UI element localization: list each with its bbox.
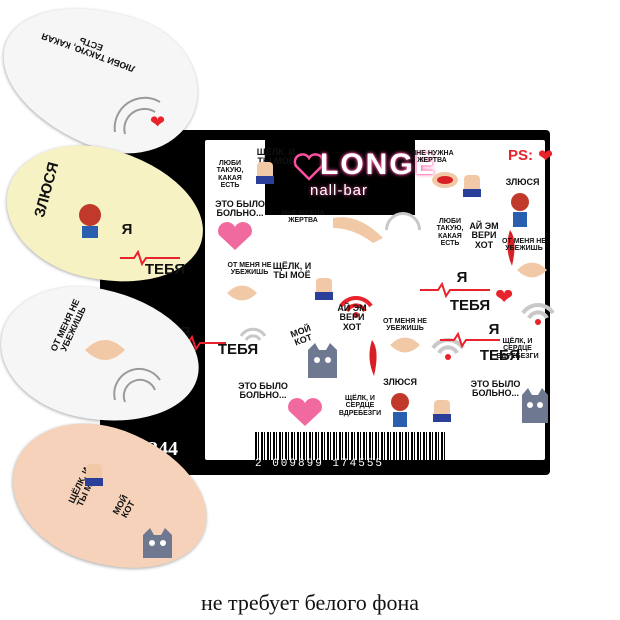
label-need-victim-2: МНЕ НУЖНА ЖЕРТВА bbox=[410, 150, 454, 165]
hand-icon bbox=[390, 337, 420, 353]
caption: не требует белого фона bbox=[200, 590, 420, 615]
label-you-2: ТЕБЯ bbox=[449, 297, 491, 314]
label-wont-escape: ОТ МЕНЯ НЕ УБЕЖИШЬ bbox=[227, 262, 272, 277]
brand-logo: LONGE bbox=[320, 148, 437, 181]
barcode bbox=[255, 432, 445, 460]
heartbeat-icon bbox=[440, 332, 500, 348]
heart-icon: ❤ bbox=[150, 112, 166, 132]
hand-icon bbox=[256, 162, 274, 184]
label-you: ТЕБЯ bbox=[217, 341, 259, 358]
hand-icon bbox=[333, 217, 383, 243]
label-i-am-hot: АЙ ЭМ ВЕРИ ХОТ bbox=[337, 303, 367, 332]
chili-icon bbox=[369, 340, 377, 376]
label-love-such-2: ЛЮБИ ТАКУЮ, КАКАЯ ЕСТЬ bbox=[436, 218, 464, 248]
hand-icon bbox=[85, 464, 103, 486]
label-it-hurt-2: ЭТО БЫЛО БОЛЬНО... bbox=[238, 381, 288, 401]
heart-icon: ❤ bbox=[495, 284, 514, 309]
label-wont-escape-3: ОТ МЕНЯ НЕ УБЕЖИШЬ bbox=[502, 238, 546, 253]
label-it-hurt: ЭТО БЫЛО БОЛЬНО... bbox=[215, 199, 265, 219]
girl-icon bbox=[511, 193, 529, 227]
label-you-3: ТЕБЯ bbox=[479, 347, 521, 364]
heart-icon: ❤ bbox=[538, 146, 554, 166]
hand-icon bbox=[517, 262, 547, 278]
nail-2-label-you: ТЕБЯ bbox=[144, 261, 186, 278]
label-angry: ЗЛЮСЯ bbox=[383, 377, 417, 387]
logo-panel bbox=[265, 140, 415, 215]
label-need-victim: МНЕ НУЖНА ЖЕРТВА bbox=[281, 210, 325, 225]
heartbeat-icon bbox=[120, 250, 180, 266]
cat-icon bbox=[143, 528, 172, 558]
label-click-heart-2: ЩЁЛК, И СЕРДЦЕ ВДРЕБЕЗГИ bbox=[496, 338, 539, 360]
chili-icon bbox=[507, 230, 515, 266]
barcode-number: 2 009899 174555 bbox=[255, 458, 385, 470]
label-me-2: Я bbox=[456, 269, 468, 286]
label-me-3: Я bbox=[488, 321, 500, 338]
heart-icon bbox=[288, 398, 322, 426]
lips-icon bbox=[432, 172, 458, 188]
label-it-hurt-3: ЭТО БЫЛО БОЛЬНО... bbox=[470, 379, 521, 399]
hand-icon bbox=[433, 400, 451, 422]
label-wont-escape-2: ОТ МЕНЯ НЕ УБЕЖИШЬ bbox=[383, 318, 427, 333]
hand-icon bbox=[463, 175, 481, 197]
girl-icon bbox=[79, 204, 101, 238]
label-click-yours-2: ЩЁЛК, И ТЫ МОЁ bbox=[272, 261, 312, 281]
label-angry-2: ЗЛЮСЯ bbox=[505, 177, 540, 187]
heart-icon bbox=[218, 222, 252, 250]
label-click-heart: ЩЁЛК, И СЕРДЦЕ ВДРЕБЕЗГИ bbox=[338, 395, 382, 417]
heartbeat-icon bbox=[420, 282, 490, 298]
cat-icon bbox=[308, 343, 337, 378]
label-ps: PS: bbox=[508, 147, 534, 164]
wifi-icon bbox=[521, 303, 555, 325]
label-me: Я bbox=[179, 324, 191, 341]
wifi-icon bbox=[113, 96, 161, 135]
label-i-am-hot-2: АЙ ЭМ ВЕРИ ХОТ bbox=[469, 221, 499, 250]
label-love-such: ЛЮБИ ТАКУЮ, КАКАЯ ЕСТЬ bbox=[216, 160, 244, 190]
nail-2-label-me: Я bbox=[121, 221, 133, 238]
wifi-icon bbox=[339, 296, 373, 318]
brand-sub: nall-bar bbox=[310, 182, 369, 199]
wifi-icon bbox=[239, 327, 267, 341]
hand-icon bbox=[85, 340, 125, 360]
hand-icon bbox=[315, 278, 333, 300]
label-click-yours: ЩЁЛК, И ТЫ МОЁ bbox=[256, 147, 296, 167]
girl-icon bbox=[391, 393, 409, 427]
hand-icon bbox=[227, 285, 257, 301]
cat-icon bbox=[522, 388, 548, 423]
neon-heart-icon bbox=[293, 153, 325, 181]
wifi-icon bbox=[113, 367, 161, 403]
